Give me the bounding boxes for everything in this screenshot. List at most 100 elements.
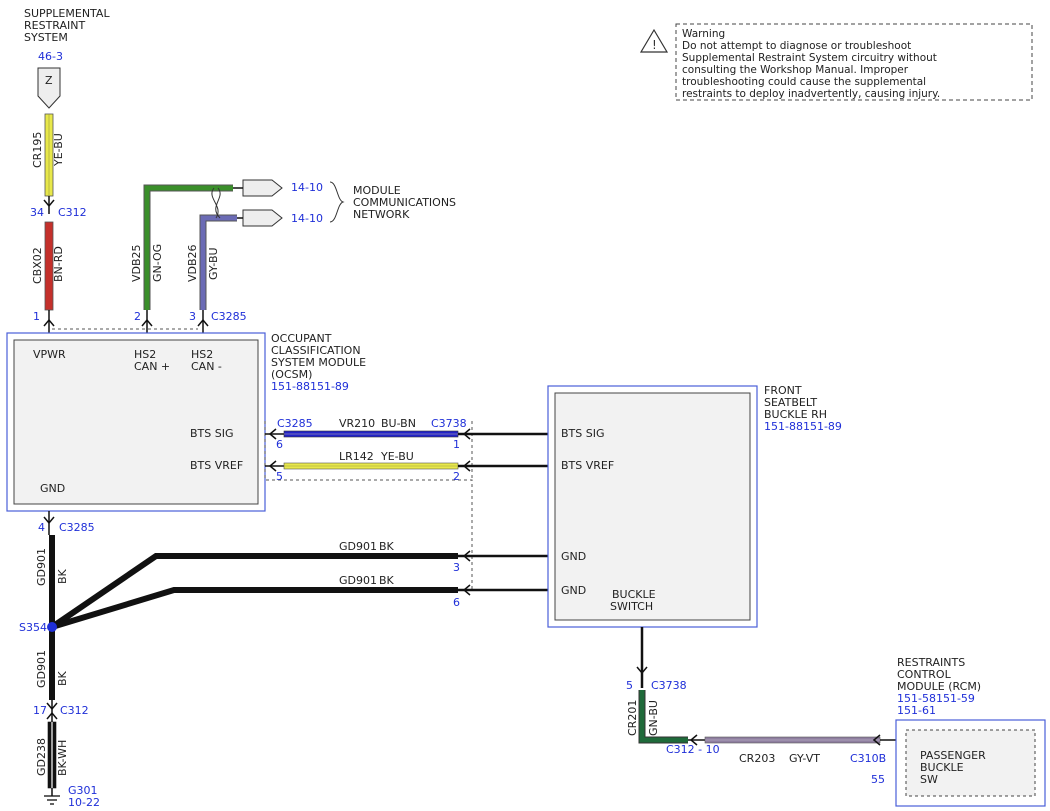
gnd1-arrow-icon [462,550,471,562]
wire-gd901-gnd1[interactable] [50,553,458,630]
rcm-name-3: MODULE (RCM) [897,680,981,693]
vref-right-pin: 2 [453,470,460,483]
cbx02-label: CBX02 [31,247,44,284]
network-connector-2-icon[interactable] [242,209,283,227]
ocsm-module-inner [13,339,259,505]
network-label-3: NETWORK [353,208,410,221]
ocsm-hs2-plus-2: CAN + [134,360,170,373]
srs-title-1: SUPPLEMENTAL [24,7,110,20]
buckle-gnd-1: GND [561,550,586,563]
rcm-part-1: 151-58151-59 [897,692,975,705]
ocsm-bts-sig: BTS SIG [190,427,234,440]
warning-title: Warning [682,28,725,40]
ground-id: G301 [68,784,98,797]
buckle-out-connector: C3738 [651,679,687,692]
network-label-1: MODULE [353,184,401,197]
buckle-switch-1: BUCKLE [612,588,656,601]
ground-ref: 10-22 [68,796,100,809]
buckle-part: 151-88151-89 [764,420,842,433]
lr142-color: YE-BU [380,450,414,463]
gnd1-color: BK [379,540,395,553]
pin3-arrow-icon [197,318,209,327]
rcm-name-1: RESTRAINTS [897,656,965,669]
network-ref-1: 14-10 [291,181,323,194]
warning-line-1: Do not attempt to diagnose or troublesho… [682,40,911,52]
brace-icon [329,181,345,223]
ocsm-hs2-plus-1: HS2 [134,348,156,361]
vref-left-pin: 5 [276,470,283,483]
rcm-name-2: CONTROL [897,668,952,681]
cr203-label: CR203 [739,752,775,765]
gnd2-circuit: GD901 [339,574,377,587]
ocsm-pin-3: 3 [189,310,196,323]
sig-left-arrow-icon [268,428,277,440]
ocsm-bts-vref: BTS VREF [190,459,243,472]
gd901-lower-color: BK [56,670,69,686]
pin2-arrow-icon [141,318,153,327]
rcm-pin: 55 [871,773,885,786]
network-label-2: COMMUNICATIONS [353,196,456,209]
buckle-gnd-2: GND [561,584,586,597]
wire-cr201[interactable] [639,690,688,743]
splice-label: S354 [19,621,47,634]
ground-symbol-icon [44,795,60,805]
network-connector-1-icon[interactable] [242,179,283,197]
splice-s354-icon[interactable] [47,622,57,632]
wire-gd901-gnd2[interactable] [51,587,458,630]
cr201-color: GN-BU [647,700,660,736]
buckle-bts-vref: BTS VREF [561,459,614,472]
sig-right-arrow-icon [462,428,471,440]
gnd2-color: BK [379,574,395,587]
buckle-name-1: FRONT [764,384,802,397]
c3738-out-arrow-icon [636,666,648,675]
ocsm-name-3: SYSTEM MODULE [271,356,366,369]
ocsm-vpwr: VPWR [33,348,66,361]
wire-vdb25[interactable] [144,185,233,310]
ground-connector-c312: C312 [60,704,89,717]
vr210-color: BU-BN [381,417,416,430]
ground-pin-17: 17 [33,704,47,717]
connector-dash-mid [264,421,473,590]
cr203-color: GY-VT [789,752,820,765]
ocsm-hs2-minus-1: HS2 [191,348,213,361]
warning-line-5: restraints to deploy inadvertently, caus… [682,88,940,100]
sig-right-pin: 1 [453,438,460,451]
rcm-connector: C310B [850,752,886,765]
rcm-inner-3: SW [920,773,938,786]
buckle-bts-sig: BTS SIG [561,427,605,440]
gd901-upper-color: BK [56,568,69,584]
buckle-name-3: BUCKLE RH [764,408,827,421]
mid-right-connector: C3738 [431,417,467,430]
ocsm-gnd: GND [40,482,65,495]
ocsm-pin-2: 2 [134,310,141,323]
warning-line-3: consulting the Workshop Manual. Improper [682,64,909,76]
warning-triangle-icon [639,28,669,53]
ocsm-part: 151-88151-89 [271,380,349,393]
ocsm-hs2-minus-2: CAN - [191,360,222,373]
gnd-pin4-arrow-icon [43,516,55,525]
gd238-color: BK-WH [56,740,69,776]
warning-line-2: Supplemental Restraint System circuitry … [682,52,937,64]
warning-box: ! Warning Do not attempt to diagnose or … [639,23,1033,101]
z-connector-icon[interactable] [37,67,61,109]
srs-title-3: SYSTEM [24,31,68,44]
gd901-lower-label: GD901 [35,650,48,688]
z-connector-label: Z [45,74,53,87]
vdb25-label: VDB25 [130,244,143,282]
ocsm-name-1: OCCUPANT [271,332,332,345]
svg-text:!: ! [652,38,657,52]
warning-line-4: troubleshooting could cause the suppleme… [682,76,926,88]
vdb26-label: VDB26 [186,244,199,282]
pin-34: 34 [30,206,44,219]
gd238-label: GD238 [35,738,48,776]
cbx02-color: BN-RD [52,246,65,282]
rcm-module-inner [905,729,1036,797]
ocsm-name-2: CLASSIFICATION [271,344,361,357]
cr195-label: CR195 [31,132,44,168]
srs-title-2: RESTRAINT [24,19,85,32]
gnd1-pin: 3 [453,561,460,574]
wire-vdb26[interactable] [200,215,237,310]
vref-left-arrow-icon [268,460,277,472]
rcm-inner-1: PASSENGER [920,749,986,762]
